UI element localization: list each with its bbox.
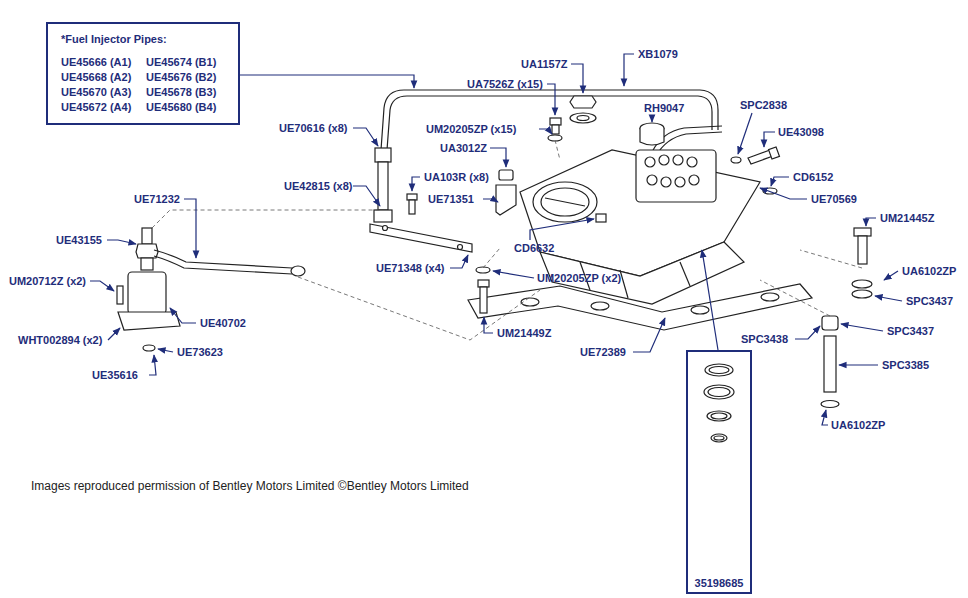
part-number: UE35616	[92, 370, 138, 381]
part-number: UE45678 (B3)	[146, 85, 232, 100]
leader-line	[149, 355, 156, 375]
part-number: UM21445Z	[880, 213, 934, 224]
list-heading: *Fuel Injector Pipes:	[61, 32, 232, 47]
part-number: UA3012Z	[440, 143, 487, 154]
leader-line	[839, 364, 878, 365]
leader-line	[875, 296, 902, 301]
part-number: UA6102ZP	[831, 420, 885, 431]
part-number: 35198685	[695, 576, 744, 591]
leader-line	[884, 271, 898, 280]
part-number: UA6102ZP	[902, 266, 956, 277]
part-number: UE42815 (x8)	[284, 181, 353, 192]
part-number: UA7526Z (x15)	[467, 79, 543, 90]
part-number: UA103R (x8)	[424, 172, 489, 183]
part-number: UE45666 (A1)	[61, 55, 146, 70]
part-number: SPC3385	[882, 360, 929, 371]
part-number: CD6152	[793, 172, 833, 183]
part-number: UE45670 (A3)	[61, 85, 146, 100]
leader-line	[158, 349, 173, 352]
part-number: UM21449Z	[497, 328, 551, 339]
part-number: UE45676 (B2)	[146, 70, 232, 85]
part-number: SPC3438	[741, 334, 788, 345]
leader-line	[539, 129, 552, 134]
part-number: UA1157Z	[521, 59, 567, 70]
part-number: UE71348 (x4)	[376, 263, 445, 274]
leader-line	[738, 113, 752, 154]
legend-box: *Fuel Injector Pipes: UE45666 (A1)UE45674…	[46, 22, 240, 125]
part-number: UE45674 (B1)	[146, 55, 232, 70]
part-number: UE45680 (B4)	[146, 100, 232, 115]
part-number: RH9047	[644, 103, 684, 114]
credit-note: Images reproduced permission of Bentley …	[31, 480, 469, 493]
leader-line	[866, 218, 876, 226]
leader-line	[841, 324, 883, 331]
leader-line	[353, 128, 378, 146]
part-number: UM20712Z (x2)	[9, 276, 86, 287]
leader-line	[490, 148, 506, 167]
leader-line	[484, 317, 493, 333]
part-number: UE45672 (A4)	[61, 100, 146, 115]
leader-line	[760, 188, 807, 199]
leader-line	[353, 186, 380, 206]
leader-line	[530, 219, 594, 240]
part-number: XB1079	[638, 49, 678, 60]
part-number: UE72389	[580, 347, 626, 358]
leader-line	[493, 271, 534, 278]
leader-line	[170, 308, 196, 323]
leader-line	[483, 199, 498, 202]
part-number: WHT002894 (x2)	[18, 335, 102, 346]
part-number: UE71351	[428, 194, 474, 205]
part-list: UE45666 (A1)UE45674 (B1)UE45668 (A2)UE45…	[61, 55, 232, 115]
leader-line	[450, 255, 468, 268]
leader-line	[771, 177, 789, 186]
leader-line	[107, 240, 136, 244]
leader-line	[90, 281, 114, 291]
leader-line	[795, 326, 820, 339]
part-number: UE70569	[811, 194, 857, 205]
part-kit-box: 35198685	[686, 350, 752, 594]
leader-line	[624, 54, 634, 86]
part-number: CD6632	[514, 243, 554, 254]
part-number: UE45668 (A2)	[61, 70, 146, 85]
part-number: UE40702	[200, 318, 246, 329]
leader-line	[822, 410, 828, 425]
part-number: SPC3437	[887, 326, 934, 337]
part-number: SPC3437	[906, 296, 953, 307]
part-number: UE43098	[778, 127, 824, 138]
part-number: SPC2838	[740, 100, 787, 111]
leader-line	[547, 84, 555, 115]
part-number: UM20205ZP (x2)	[537, 273, 621, 284]
part-number: UE73623	[177, 347, 223, 358]
leader-line	[651, 116, 652, 122]
part-number: UM20205ZP (x15)	[426, 124, 516, 135]
leader-line	[571, 64, 583, 93]
leader-line	[108, 328, 120, 340]
part-number: UE71232	[134, 194, 180, 205]
part-number: UE70616 (x8)	[279, 123, 348, 134]
leader-line	[412, 177, 420, 191]
leader-line	[184, 199, 196, 258]
leader-line	[764, 132, 775, 147]
leader-line	[633, 318, 665, 352]
part-number: UE43155	[56, 235, 102, 246]
o-ring-set	[688, 352, 750, 462]
